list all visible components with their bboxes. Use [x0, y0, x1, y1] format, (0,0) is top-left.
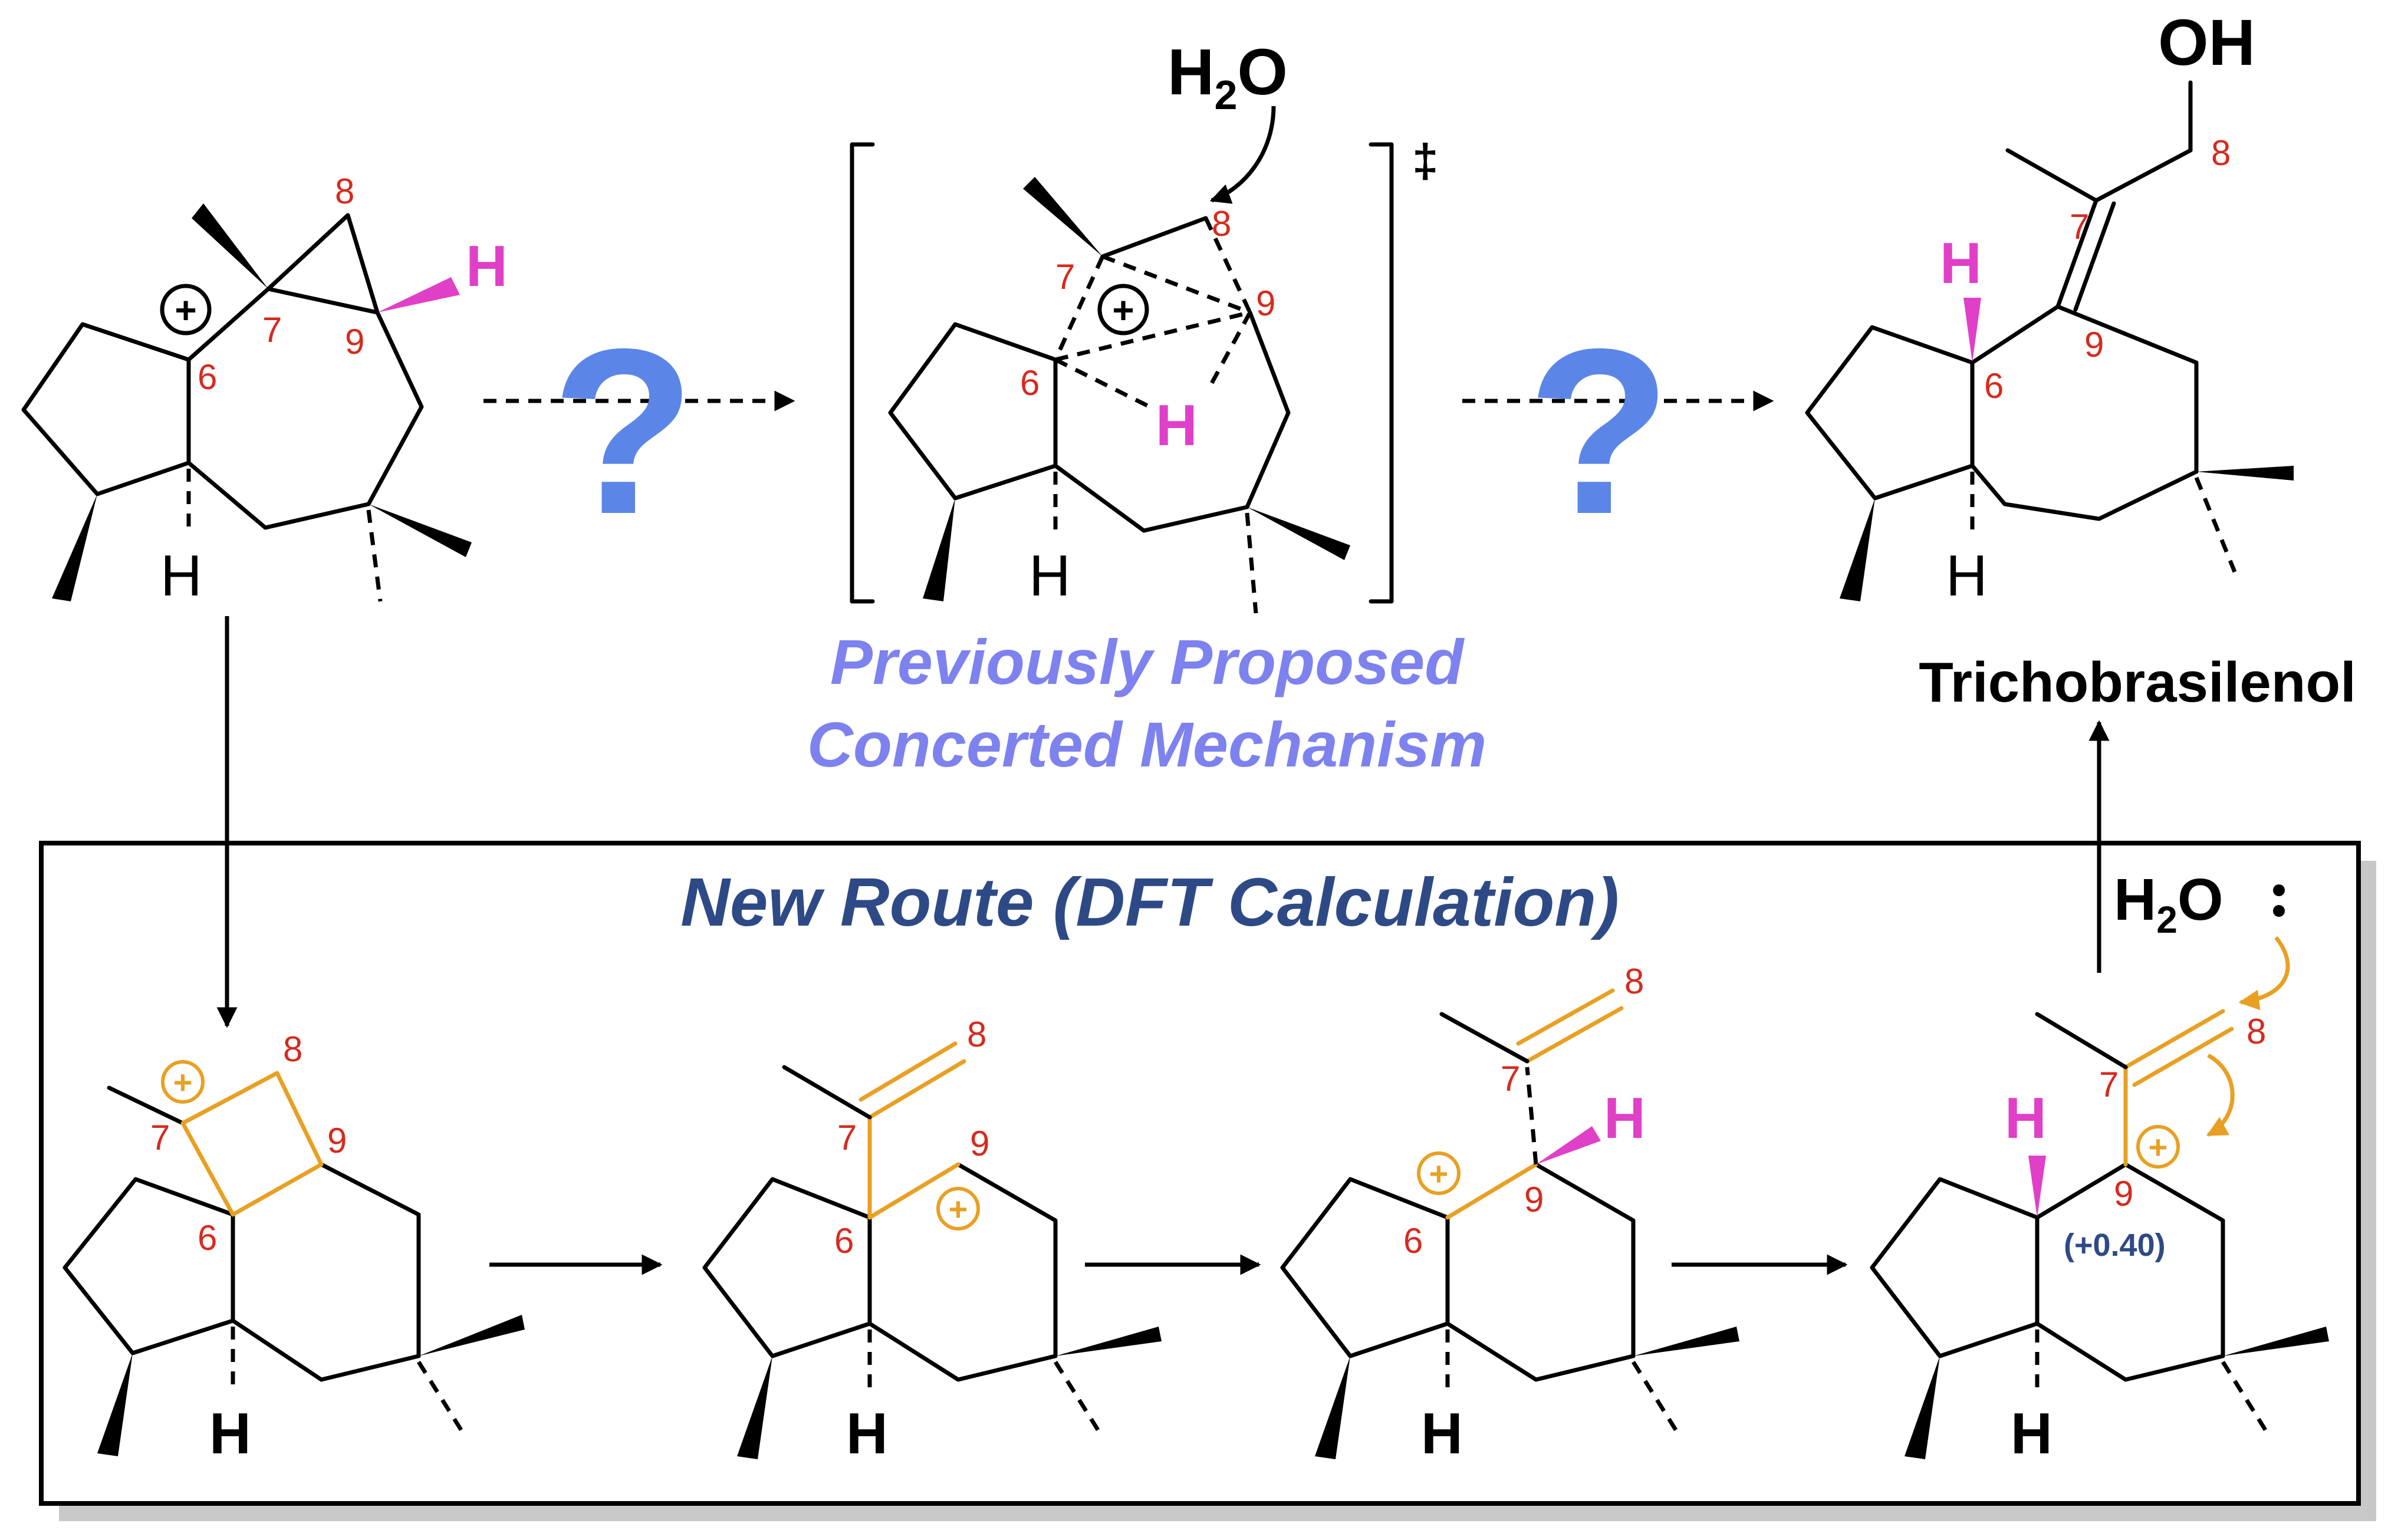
- molecule-product: 6 7 8 9 H H OH: [1805, 6, 2294, 608]
- svg-text:7: 7: [262, 310, 282, 350]
- svg-text:6: 6: [1984, 366, 2004, 406]
- molecule-ring-expanded: + 6 7 8 9 H: [702, 1015, 1162, 1466]
- new-route-box: [39, 841, 2361, 1506]
- svg-text:6: 6: [198, 357, 217, 397]
- svg-text:+: +: [949, 1190, 968, 1228]
- molecule-start-cation: + 6 7 8 9 H H: [21, 172, 508, 608]
- molecule-transition-state: ‡ + 6 7 8 9 H H H2O: [850, 36, 1439, 614]
- product-name: Trichobrasilenol: [1919, 651, 2356, 714]
- wedge-methyl-g-c5: [1905, 1356, 1940, 1459]
- wedge-methyl-ts-c5: [923, 498, 955, 601]
- svg-text:7: 7: [2099, 1065, 2119, 1104]
- svg-text:8: 8: [967, 1015, 986, 1054]
- svg-text:H: H: [1940, 231, 1982, 295]
- svg-text:+: +: [1112, 289, 1134, 331]
- svg-text:H: H: [2011, 1401, 2053, 1466]
- wedge-methyl-c5: [52, 494, 97, 601]
- wedge-methyl-ts-gem: [1247, 507, 1350, 560]
- svg-text:H: H: [160, 543, 202, 608]
- molecule-cyclobutyl-cation: + 6 7 8 9 H: [63, 1029, 525, 1466]
- ts-double-dagger: ‡: [1412, 134, 1439, 187]
- wedge-methyl-c7: [192, 203, 268, 289]
- svg-text:8: 8: [1624, 962, 1644, 1001]
- svg-text:H: H: [466, 233, 508, 298]
- svg-text:9: 9: [345, 322, 364, 361]
- wedge-methyl-f-c5: [1315, 1356, 1350, 1459]
- wedge-methyl-c7-ts: [1023, 177, 1103, 256]
- svg-text:+: +: [2149, 1128, 2168, 1166]
- wedge-methyl-prod-c5: [1840, 498, 1875, 601]
- wedge-methyl-prod-gem: [2196, 466, 2294, 481]
- svg-text:8: 8: [2246, 1012, 2266, 1051]
- water-label-top: H2O: [1167, 36, 1288, 118]
- wedge-h9-f: [1536, 1126, 1601, 1164]
- svg-text:8: 8: [1212, 204, 1231, 243]
- svg-text:9: 9: [2114, 1174, 2133, 1213]
- previous-title-line1: Previously Proposed: [830, 626, 1465, 697]
- previous-title-line2: Concerted Mechanism: [807, 709, 1486, 780]
- wedge-methyl-g-gem: [2223, 1327, 2329, 1356]
- wedge-methyl-d-gem: [419, 1315, 525, 1356]
- wedge-methyl-f-gem: [1633, 1327, 1739, 1356]
- svg-text:9: 9: [2084, 325, 2104, 364]
- svg-text:9: 9: [1524, 1180, 1544, 1219]
- water-label-lonepair: H2O: [2114, 867, 2223, 941]
- wedge-h9: [377, 277, 460, 312]
- svg-text:H: H: [846, 1401, 888, 1466]
- svg-text:H: H: [1421, 1401, 1463, 1466]
- svg-text:7: 7: [837, 1118, 857, 1157]
- wedge-methyl-e-gem: [1055, 1327, 1162, 1356]
- svg-text:6: 6: [1403, 1221, 1423, 1261]
- svg-text:(+0.40): (+0.40): [2064, 1228, 2166, 1263]
- new-route-title: New Route (DFT Calculation): [680, 864, 1619, 940]
- svg-text:H: H: [2005, 1085, 2047, 1150]
- svg-text:9: 9: [1256, 284, 1275, 323]
- svg-text:6: 6: [198, 1218, 217, 1258]
- wedge-h6-g: [2028, 1156, 2046, 1217]
- svg-text:7: 7: [1501, 1059, 1520, 1098]
- svg-text:7: 7: [150, 1118, 170, 1157]
- question-mark-1: ?: [551, 300, 695, 563]
- wedge-methyl-gem: [369, 504, 472, 557]
- svg-text:6: 6: [1020, 363, 1040, 403]
- svg-text:8: 8: [335, 172, 354, 211]
- svg-text:H: H: [1029, 543, 1071, 608]
- svg-text:H: H: [1604, 1085, 1646, 1150]
- svg-text:+: +: [175, 289, 196, 331]
- molecule-allyl-cation: + 7 8 9 (+0.40) H H H2O: [1870, 867, 2329, 1466]
- svg-text:7: 7: [1055, 257, 1075, 297]
- svg-text:9: 9: [970, 1124, 989, 1163]
- svg-text:8: 8: [2211, 133, 2231, 173]
- svg-text:6: 6: [834, 1221, 854, 1261]
- svg-text:OH: OH: [2158, 6, 2255, 79]
- wedge-methyl-e-c5: [737, 1356, 772, 1459]
- molecule-hydride-shift: + 6 7 8 9 H H: [1280, 962, 1739, 1466]
- svg-text:7: 7: [2070, 207, 2089, 246]
- svg-text:H: H: [1946, 543, 1988, 608]
- svg-text:9: 9: [327, 1121, 347, 1160]
- svg-text:+: +: [173, 1064, 193, 1101]
- wedge-methyl-d-c5: [97, 1353, 133, 1456]
- svg-text:H: H: [209, 1401, 251, 1466]
- svg-text:H: H: [1156, 393, 1198, 458]
- svg-text:8: 8: [283, 1029, 302, 1069]
- question-mark-2: ?: [1527, 300, 1671, 563]
- wedge-h6: [1963, 298, 1981, 363]
- svg-text:+: +: [1429, 1155, 1449, 1192]
